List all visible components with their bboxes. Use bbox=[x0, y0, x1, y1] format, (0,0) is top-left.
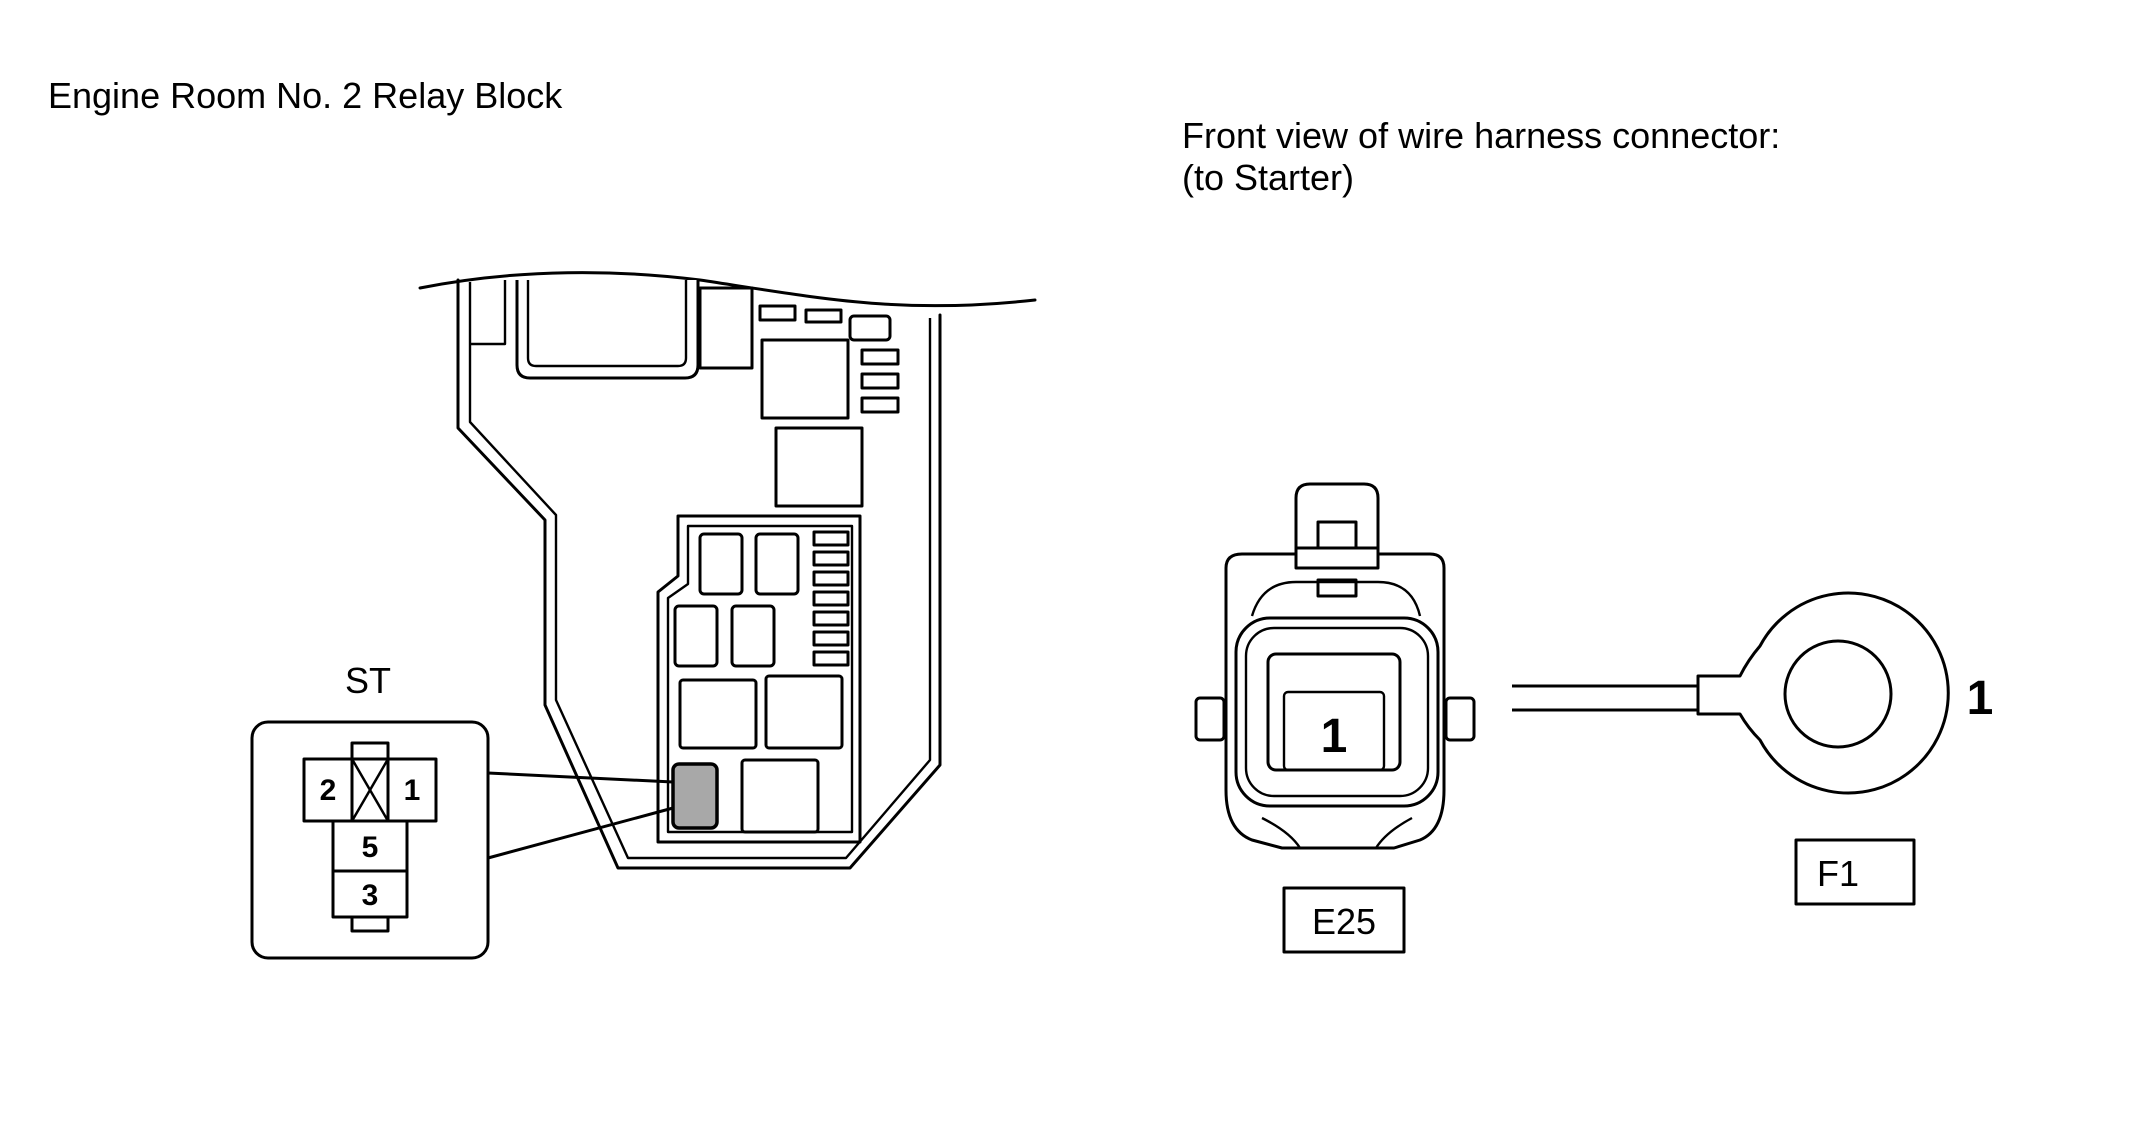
relay-block-drawing bbox=[418, 271, 1037, 870]
st-relay-mid-body bbox=[331, 819, 409, 873]
callout-line-lower bbox=[487, 806, 674, 860]
st-relay-cross-b bbox=[350, 758, 390, 822]
st-relay-pin-3: 3 bbox=[362, 879, 379, 912]
e25-connector: 1 bbox=[1194, 482, 1476, 850]
connector-right-ear bbox=[1444, 696, 1476, 742]
small-slot-top-3 bbox=[848, 314, 892, 342]
f1-code-box bbox=[1794, 838, 1916, 906]
fuse-4 bbox=[730, 604, 776, 668]
mini-fuse-7 bbox=[812, 650, 850, 667]
inner-sub-block-inner bbox=[666, 524, 854, 834]
fuse-slot-a3 bbox=[860, 396, 900, 414]
e25-code-box bbox=[1282, 886, 1406, 954]
callout-line-upper bbox=[487, 771, 674, 784]
connector-terminal-insert bbox=[1282, 690, 1386, 772]
f1-code-label: F1 bbox=[1817, 853, 1859, 894]
connector-left-ear bbox=[1194, 696, 1226, 742]
e25-code-label: E25 bbox=[1312, 901, 1376, 942]
ring-terminal-hole bbox=[1783, 639, 1893, 749]
fuse-2 bbox=[754, 532, 800, 596]
st-relay-pin-1: 1 bbox=[404, 774, 421, 807]
fuse-slot-a1 bbox=[860, 348, 900, 366]
relay-block-top-edge bbox=[418, 271, 1037, 308]
st-relay-label: ST bbox=[345, 660, 391, 701]
mini-fuse-3 bbox=[812, 570, 850, 587]
st-relay-detail: ST 2 1 5 3 bbox=[250, 660, 490, 960]
st-relay-low-body bbox=[331, 869, 409, 919]
st-relay-cavity-highlight bbox=[671, 762, 719, 830]
relay-block-title: Engine Room No. 2 Relay Block bbox=[48, 75, 563, 116]
relay-5 bbox=[678, 678, 758, 750]
st-relay-top-tab bbox=[350, 741, 390, 761]
f1-ring-terminal: 1 bbox=[1512, 591, 1994, 795]
connector-inner-frame-2 bbox=[1244, 626, 1430, 798]
relay-6 bbox=[764, 674, 844, 750]
connector-pin-1: 1 bbox=[1321, 710, 1348, 763]
mini-fuse-4 bbox=[812, 590, 850, 607]
connector-latch-bar bbox=[1316, 578, 1358, 598]
relay-cavity-a bbox=[760, 338, 850, 420]
inner-sub-block bbox=[656, 514, 862, 844]
mini-fuse-1 bbox=[812, 530, 850, 547]
connector-bottom-lip bbox=[1261, 816, 1413, 849]
connector-latch-base bbox=[1294, 546, 1380, 570]
connector-shoulder-line bbox=[1250, 580, 1422, 617]
fuse-slot-a2 bbox=[860, 372, 900, 390]
st-relay-bottom-tab bbox=[350, 915, 390, 933]
mini-fuse-2 bbox=[812, 550, 850, 567]
top-compartment-2 bbox=[698, 286, 754, 370]
fuse-3 bbox=[673, 604, 719, 668]
connector-caption-line2: (to Starter) bbox=[1182, 157, 1354, 198]
top-left-notch bbox=[470, 280, 507, 346]
top-large-compartment-inner bbox=[526, 280, 688, 368]
mini-fuse-5 bbox=[812, 610, 850, 627]
connector-latch-window bbox=[1316, 520, 1358, 550]
small-slot-top-2 bbox=[804, 308, 843, 324]
top-large-compartment bbox=[515, 280, 700, 380]
fuse-1 bbox=[698, 532, 744, 596]
small-slot-top-1 bbox=[758, 304, 797, 322]
st-relay-pin-2: 2 bbox=[320, 774, 337, 807]
connector-caption-line1: Front view of wire harness connector: bbox=[1182, 115, 1780, 156]
terminal-pin-1: 1 bbox=[1967, 672, 1994, 725]
relay-cavity-b bbox=[774, 426, 864, 508]
st-relay-pin-5: 5 bbox=[362, 831, 379, 864]
relay-block-outer-housing bbox=[456, 278, 942, 870]
relay-7 bbox=[740, 758, 820, 834]
mini-fuse-6 bbox=[812, 630, 850, 647]
